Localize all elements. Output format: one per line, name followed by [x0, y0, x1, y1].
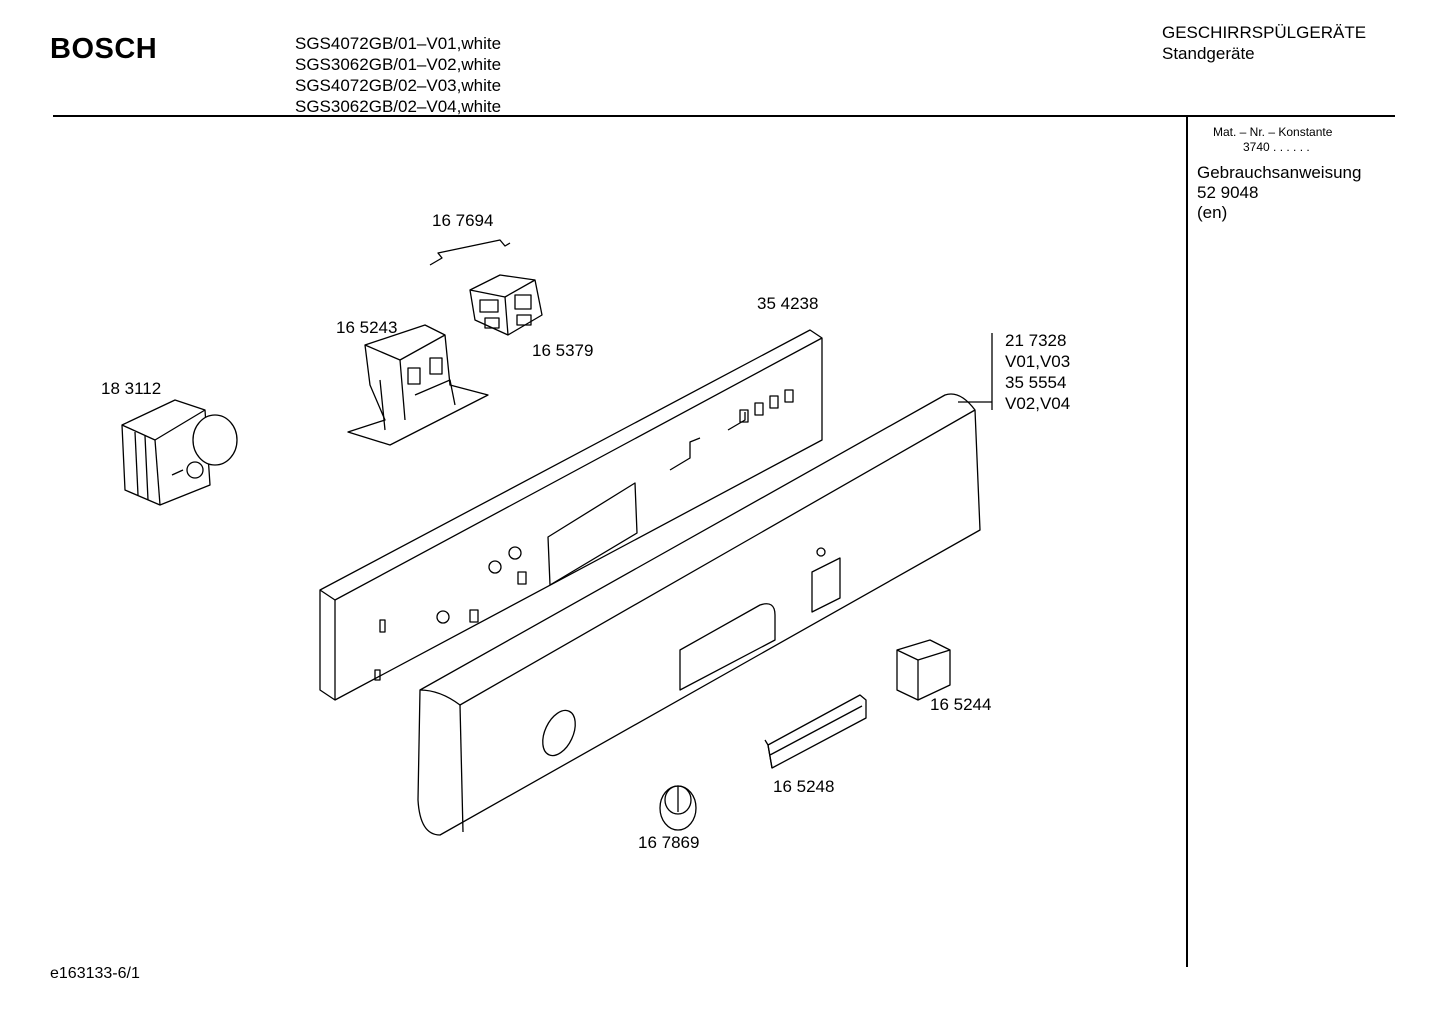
variant-label: V02,V04: [1005, 394, 1071, 413]
part-number-label: 16 5379: [532, 341, 594, 360]
part-number-label: 16 5243: [336, 318, 398, 337]
material-constant: Mat. – Nr. – Konstante 3740 . . . . . .: [1213, 125, 1332, 155]
appliance-category: GESCHIRRSPÜLGERÄTE Standgeräte: [1162, 22, 1366, 64]
model-item: SGS3062GB/01–V02,white: [295, 55, 502, 74]
model-list: SGS4072GB/01–V01,white SGS3062GB/01–V02,…: [295, 33, 501, 117]
manual-number: 52 9048: [1197, 183, 1259, 202]
model-item: SGS3062GB/02–V04,white: [295, 97, 502, 116]
part-number-label: 16 5244: [930, 695, 992, 714]
part-number-label: 16 5248: [773, 777, 835, 796]
switch-module-part: [469, 274, 543, 336]
push-button-part: [896, 639, 951, 701]
header-divider: [53, 115, 1395, 117]
constant-value: 3740 . . . . . .: [1243, 140, 1310, 154]
drawing-id: e163133-6/1: [50, 965, 140, 982]
brand-logo: BOSCH: [50, 33, 158, 65]
model-item: SGS4072GB/02–V03,white: [295, 76, 502, 95]
part-number-label: 35 5554: [1005, 373, 1067, 392]
control-panel-frame-part: [319, 329, 823, 701]
manual-title: Gebrauchsanweisung: [1197, 163, 1362, 182]
part-number-label: 16 7869: [638, 833, 700, 852]
part-number-label: 18 3112: [101, 379, 162, 398]
front-fascia-part: [417, 393, 981, 836]
manual-language: (en): [1197, 203, 1228, 222]
wire-bracket-part: [429, 239, 511, 266]
part-number-label: 16 7694: [432, 211, 494, 230]
part-number-label: 35 4238: [757, 294, 819, 313]
category-subtitle: Standgeräte: [1162, 44, 1255, 63]
model-item: SGS4072GB/01–V01,white: [295, 34, 502, 53]
detergent-housing-part: [347, 324, 489, 446]
programme-timer-part: [121, 399, 238, 506]
category-title: GESCHIRRSPÜLGERÄTE: [1162, 23, 1367, 42]
part-number-label: 21 7328: [1005, 331, 1067, 350]
constant-label: Mat. – Nr. – Konstante: [1213, 125, 1333, 139]
control-knob-part: [659, 785, 697, 831]
manual-reference: Gebrauchsanweisung 52 9048 (en): [1197, 163, 1361, 223]
exploded-view-drawing: [121, 239, 993, 836]
variant-label: V01,V03: [1005, 352, 1071, 371]
button-strip-part: [764, 694, 867, 769]
sidebar-divider: [1186, 117, 1188, 967]
